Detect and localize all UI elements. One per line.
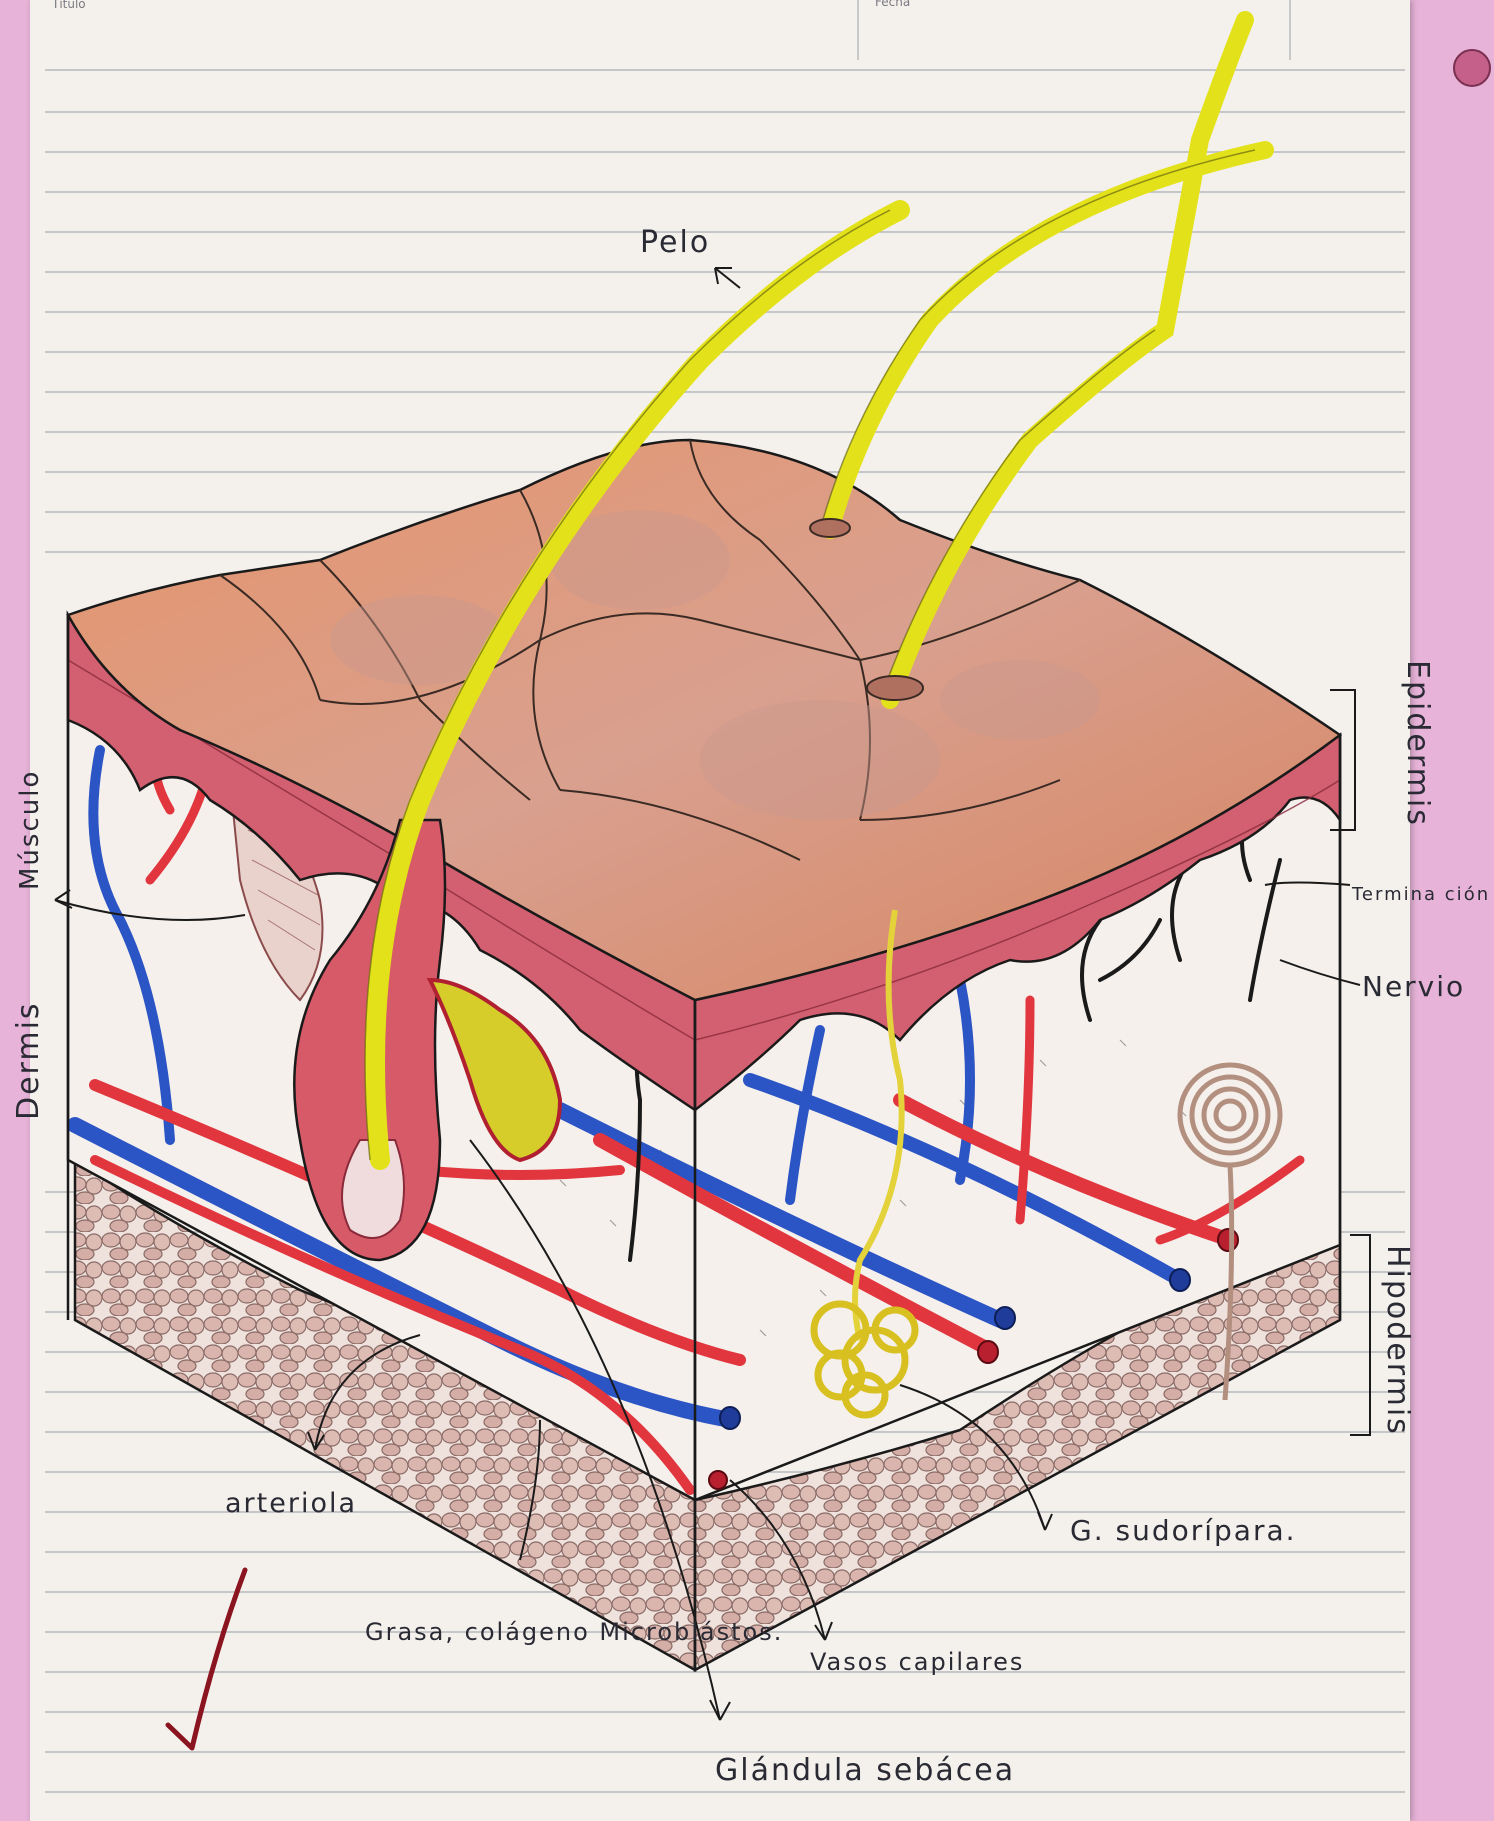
- label-glandula: Glándula sebácea: [715, 1753, 1015, 1788]
- label-terminacion: Termina ción nerviosa: [1351, 884, 1494, 905]
- label-vasos: Vasos capilares: [810, 1648, 1024, 1676]
- label-grasa: Grasa, colágeno Microblástos.: [365, 1618, 783, 1646]
- label-pelo: Pelo: [640, 225, 710, 260]
- label-musculo: Músculo: [15, 770, 45, 890]
- hair-pore-2: [810, 519, 850, 537]
- label-dermis: Dermis: [11, 1001, 46, 1120]
- hair-pore: [867, 676, 923, 700]
- label-nervio: Nervio: [1362, 970, 1465, 1003]
- check-mark-icon: [168, 1570, 245, 1748]
- label-hipodermis: Hipodermis: [1380, 1245, 1415, 1436]
- label-epidermis: Epidermis: [1400, 660, 1435, 827]
- title-corner-text: Título: [51, 0, 86, 11]
- date-corner-text: Fecha: [875, 0, 910, 9]
- label-g-sudoripara: G. sudorípara.: [1070, 1514, 1297, 1547]
- binder-hole: [1454, 50, 1490, 86]
- label-arteriola: arteriola: [225, 1488, 357, 1519]
